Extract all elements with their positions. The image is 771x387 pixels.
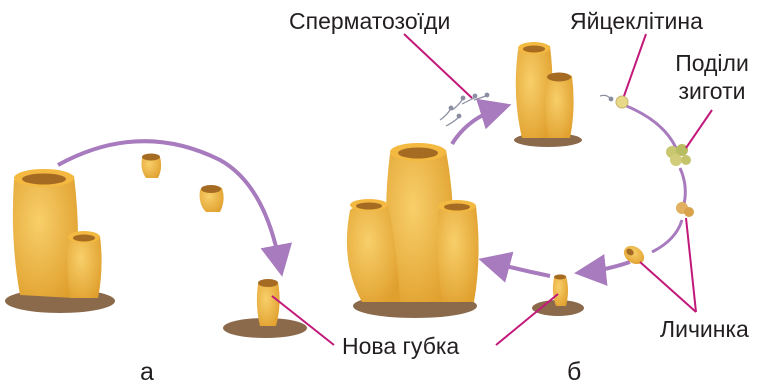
cycle-arrow — [680, 168, 685, 204]
egg-cell-icon — [616, 96, 628, 108]
sperm-label: Сперматозоїди — [289, 10, 450, 33]
zygote-label-line2: зиготи — [672, 80, 752, 103]
sperm-leader — [404, 34, 472, 98]
egg-label: Яйцеклітина — [570, 10, 703, 33]
panel-a-label: а — [140, 360, 154, 385]
cycle-arrow — [652, 220, 682, 252]
parent-sponge-icon — [13, 169, 102, 298]
larva-leader — [640, 262, 696, 312]
zygote-label-line1: Поділи — [672, 52, 752, 75]
new-sponge-icon — [257, 279, 280, 326]
sponge-bud-icon — [142, 154, 162, 179]
new-sponge-label: Нова губка — [342, 335, 459, 358]
cycle-arrow — [586, 262, 630, 272]
larva-label: Личинка — [660, 318, 749, 341]
egg-leader — [624, 34, 646, 96]
zygote-icon — [676, 202, 694, 217]
panel-b — [347, 42, 694, 318]
zygote-leader — [686, 110, 712, 148]
larva-leader — [686, 218, 696, 312]
leader-lines — [272, 34, 712, 345]
cycle-arrow — [616, 102, 676, 148]
panel-a — [5, 141, 307, 338]
cycle-arrow — [490, 262, 550, 276]
new-sponge-leader-b — [496, 294, 558, 345]
new-sponge-icon — [553, 274, 568, 306]
sponge-bud-icon — [200, 185, 224, 212]
parent-sponge-icon — [347, 143, 479, 302]
panel-b-label: б — [567, 360, 581, 385]
cycle-arrow — [452, 108, 500, 144]
spawning-sponge-icon — [516, 42, 574, 138]
